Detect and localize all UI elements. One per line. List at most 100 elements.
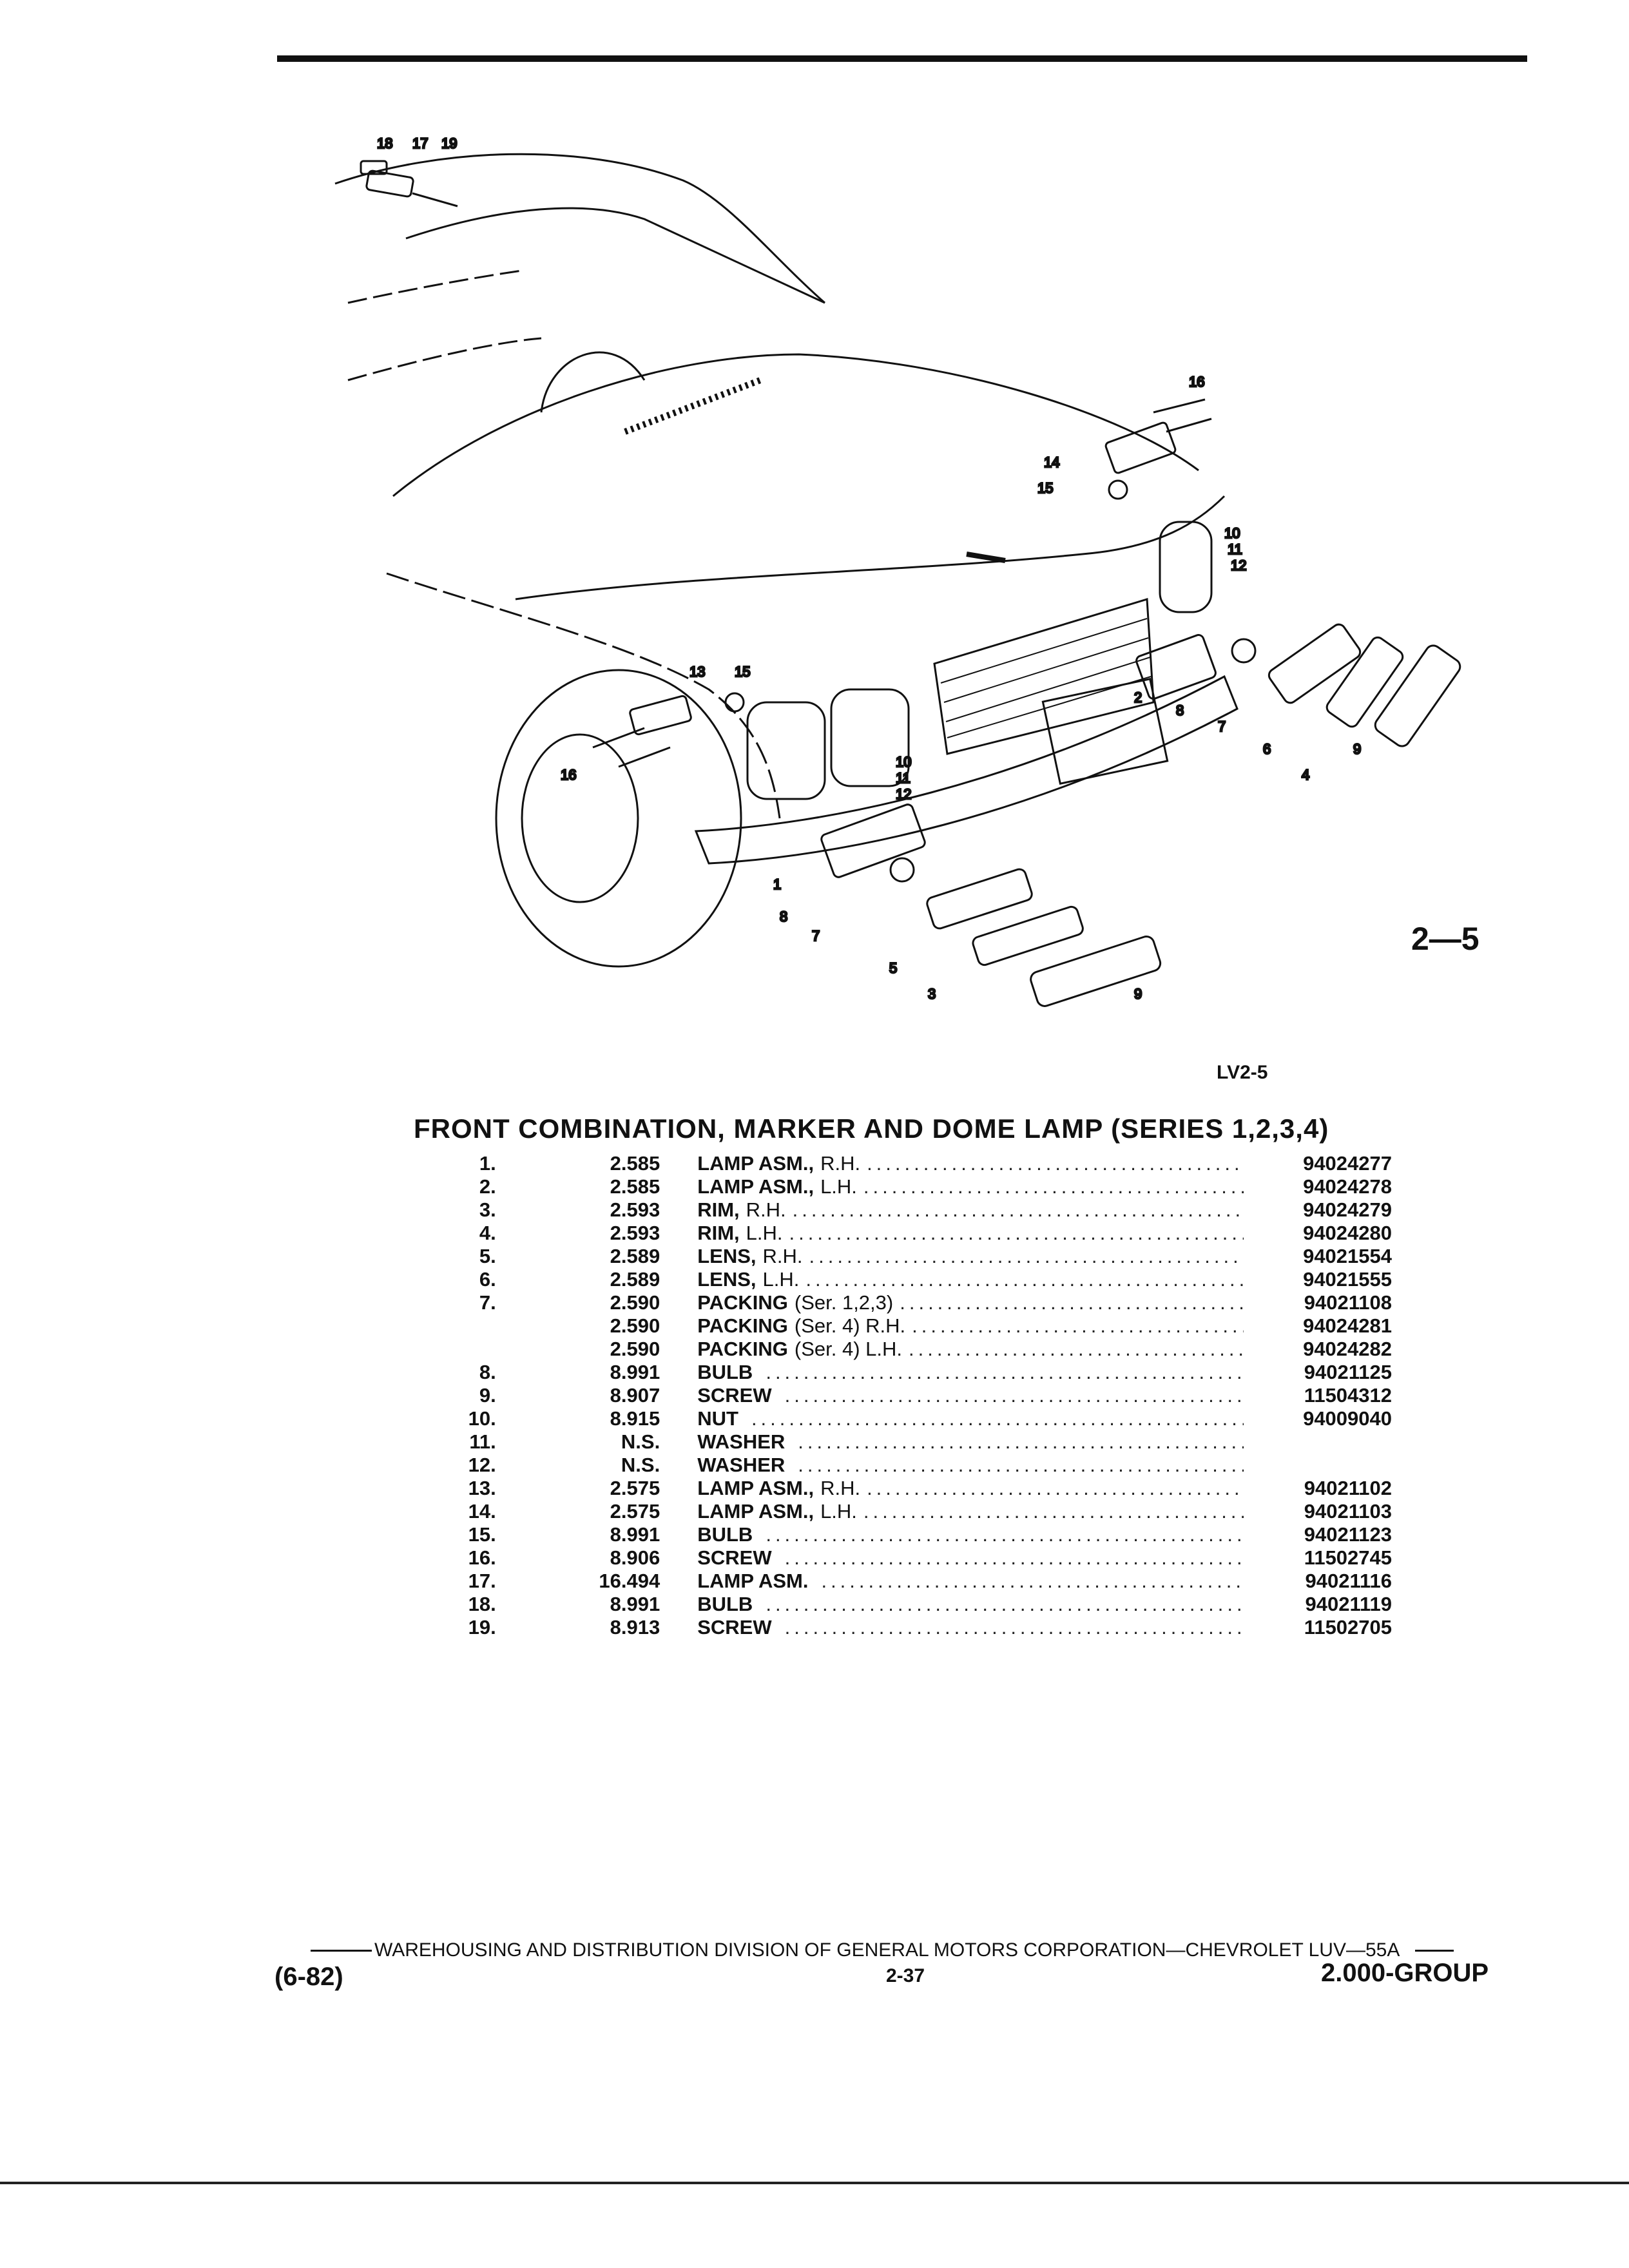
svg-text:5: 5 xyxy=(889,960,897,976)
leader-dots: ........................................… xyxy=(798,1430,1244,1453)
license-plate xyxy=(1041,677,1169,785)
svg-text:16: 16 xyxy=(1189,374,1204,390)
svg-text:15: 15 xyxy=(735,664,750,680)
part-name: LAMP ASM. xyxy=(697,1570,809,1592)
item-number: 1. xyxy=(479,1152,496,1175)
part-description: SCREW...................................… xyxy=(660,1616,1244,1639)
part-description: LAMP ASM.,L.H...........................… xyxy=(660,1175,1244,1198)
part-qualifier: L.H. xyxy=(746,1222,783,1244)
hood-vent xyxy=(624,377,762,435)
leader-dots: ........................................… xyxy=(784,1546,1244,1569)
leader-dots: ........................................… xyxy=(798,1454,1244,1476)
leader-dots: ........................................… xyxy=(821,1570,1244,1592)
group-number: 2.590 xyxy=(610,1314,660,1337)
group-number: 2.585 xyxy=(610,1152,660,1175)
part-qualifier: R.H. xyxy=(746,1198,786,1221)
packing-rh xyxy=(926,868,1033,930)
combination-lamp-lh xyxy=(1135,634,1217,700)
leader-dots: ........................................… xyxy=(908,1338,1244,1360)
item-number: 19. xyxy=(468,1616,496,1639)
part-description: BULB....................................… xyxy=(660,1593,1244,1616)
lens-rh xyxy=(972,905,1084,966)
part-name: WASHER xyxy=(697,1430,786,1453)
part-description: LAMP ASM.,R.H...........................… xyxy=(660,1477,1244,1500)
item-number: 12. xyxy=(468,1454,496,1476)
group-number: 16.494 xyxy=(599,1570,660,1592)
part-qualifier: R.H. xyxy=(820,1477,861,1499)
item-number: 6. xyxy=(479,1268,496,1291)
leader-dots: ........................................… xyxy=(900,1291,1244,1314)
windshield-pillar xyxy=(405,207,825,304)
group-number: 2.585 xyxy=(610,1175,660,1198)
group-number: N.S. xyxy=(621,1430,660,1453)
leader-dots: ........................................… xyxy=(766,1523,1244,1546)
leader-dots: ........................................… xyxy=(863,1175,1244,1198)
leader-dots: ........................................… xyxy=(766,1593,1244,1615)
leader-dots: ........................................… xyxy=(751,1407,1244,1430)
svg-text:7: 7 xyxy=(1218,718,1226,735)
part-description: NUT.....................................… xyxy=(660,1407,1244,1430)
page-number: 2-37 xyxy=(886,1965,925,1986)
part-name: BULB xyxy=(697,1523,753,1546)
svg-text:13: 13 xyxy=(689,664,705,680)
part-number: 94021554 xyxy=(1303,1245,1393,1267)
leader-dots: ........................................… xyxy=(784,1616,1244,1639)
part-name: NUT xyxy=(697,1407,738,1430)
part-description: SCREW...................................… xyxy=(660,1546,1244,1570)
svg-text:14: 14 xyxy=(1044,454,1059,470)
item-number: 3. xyxy=(479,1198,496,1221)
top-rule xyxy=(277,55,1527,62)
marker-lamp-lh xyxy=(1104,421,1177,474)
part-number: 11502745 xyxy=(1304,1546,1393,1569)
group-number: 8.991 xyxy=(610,1361,660,1383)
item-number: 18. xyxy=(468,1593,496,1615)
part-name: RIM, xyxy=(697,1222,740,1244)
item-number: 9. xyxy=(479,1384,496,1407)
lens-lh xyxy=(1325,636,1404,728)
part-name: WASHER xyxy=(697,1454,786,1476)
part-name: SCREW xyxy=(697,1616,772,1639)
item-number: 4. xyxy=(479,1222,496,1244)
footer-division: WAREHOUSING AND DISTRIBUTION DIVISION OF… xyxy=(374,1939,1400,1961)
item-number: 14. xyxy=(468,1500,496,1523)
part-qualifier: (Ser. 4) L.H. xyxy=(794,1338,902,1360)
grille xyxy=(933,598,1155,755)
footer-group: 2.000-GROUP xyxy=(1321,1959,1489,1987)
item-number: 2. xyxy=(479,1175,496,1198)
exploded-view-diagram: 18 17 19 16 14 15 10 11 12 2 8 7 6 4 9 1… xyxy=(309,110,1482,1024)
item-number: 13. xyxy=(468,1477,496,1499)
leader-dots: ........................................… xyxy=(784,1384,1244,1407)
headlamp-left-inner xyxy=(830,688,910,787)
part-qualifier: R.H. xyxy=(762,1245,803,1267)
svg-text:10: 10 xyxy=(1224,525,1240,541)
part-number: 94024282 xyxy=(1303,1338,1393,1360)
group-number: 8.907 xyxy=(610,1384,660,1407)
part-number: 94024279 xyxy=(1303,1198,1393,1221)
svg-text:8: 8 xyxy=(780,908,787,925)
cab-roof-outline xyxy=(334,153,825,304)
part-name: LAMP ASM., xyxy=(697,1477,815,1499)
footer-dash-left xyxy=(311,1949,372,1952)
part-number: 94024281 xyxy=(1303,1314,1393,1337)
svg-text:1: 1 xyxy=(773,876,781,892)
part-description: PACKING(Ser. 4) R.H.....................… xyxy=(660,1314,1244,1338)
part-number: 94021103 xyxy=(1304,1500,1393,1523)
part-description: LENS,L.H................................… xyxy=(660,1268,1244,1291)
footer-date: (6-82) xyxy=(275,1963,343,1991)
item-number: 8. xyxy=(479,1361,496,1383)
group-number: 2.590 xyxy=(610,1291,660,1314)
leader-dots: ........................................… xyxy=(805,1268,1244,1291)
combination-lamp-rh xyxy=(820,803,926,878)
svg-text:12: 12 xyxy=(1231,557,1246,573)
svg-text:9: 9 xyxy=(1353,741,1361,757)
front-wheel xyxy=(495,669,742,968)
leader-dots: ........................................… xyxy=(766,1361,1244,1383)
part-qualifier: L.H. xyxy=(820,1175,857,1198)
